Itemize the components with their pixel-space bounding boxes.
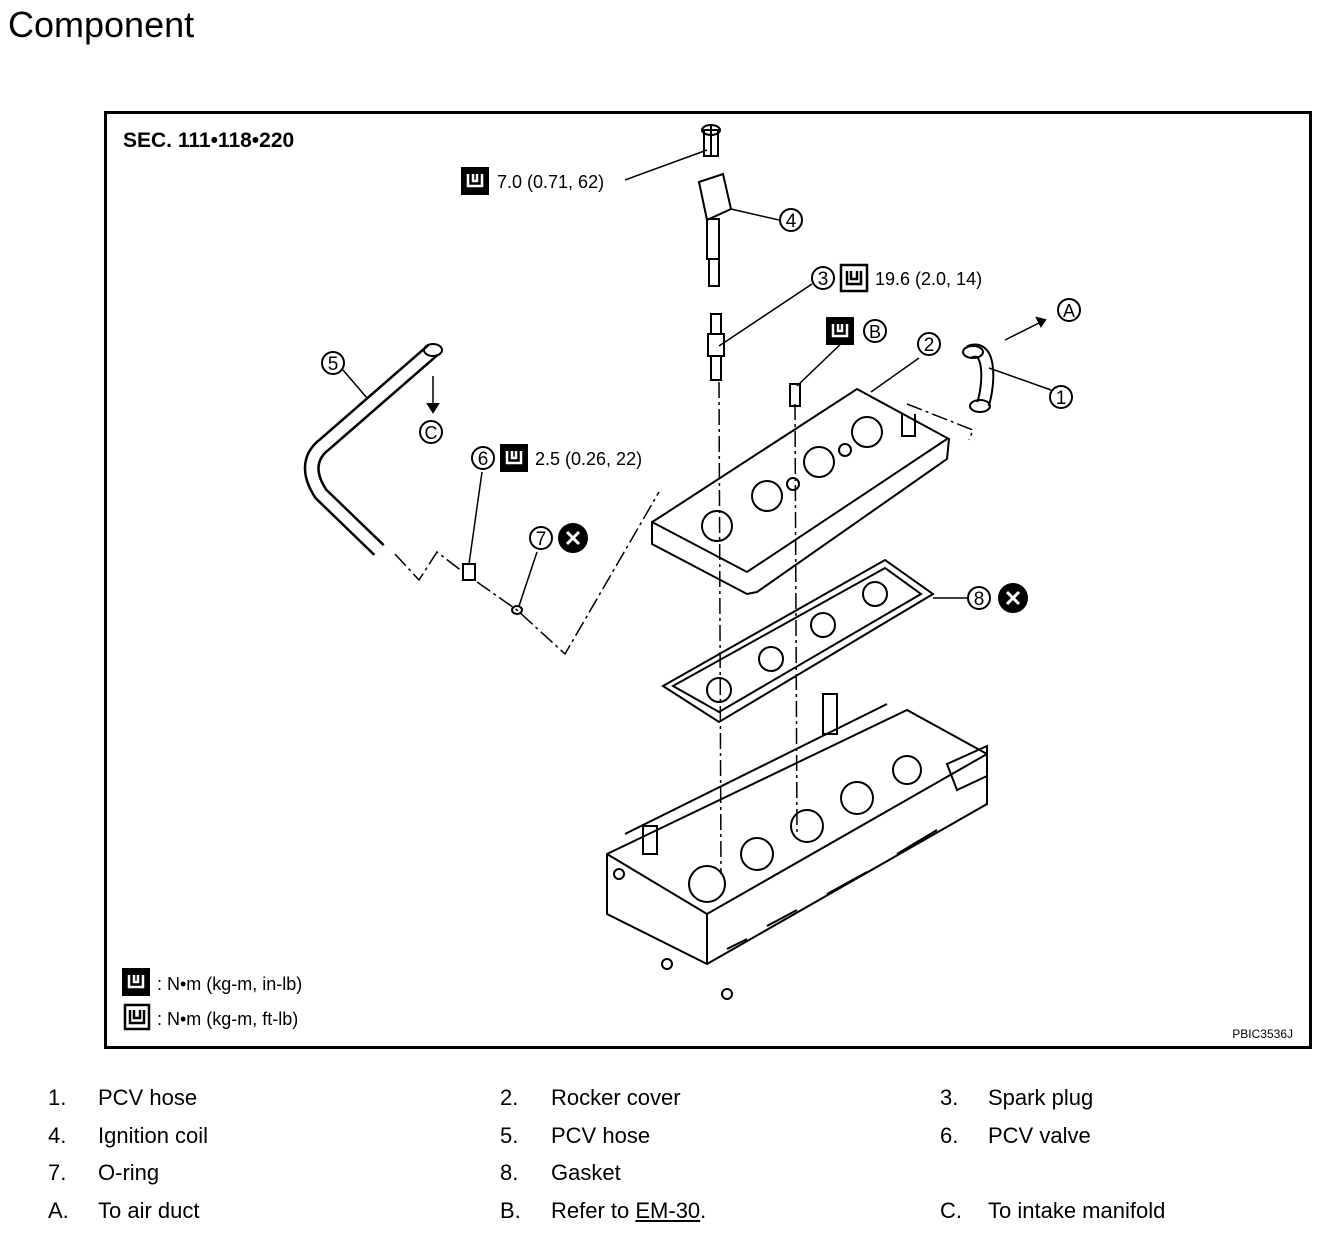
callout-7: 7 — [536, 529, 547, 550]
callout-3: 3 — [818, 269, 829, 290]
spark-plug-drawing — [707, 313, 725, 381]
unit-key-inlb-icon — [122, 968, 150, 996]
figure-code: PBIC3536J — [1232, 1027, 1293, 1041]
torque-icon-inlb — [461, 167, 489, 195]
em-30-link[interactable]: EM-30 — [635, 1198, 701, 1223]
callout-b: B — [869, 322, 881, 342]
do-not-reuse-icon-8 — [998, 583, 1028, 613]
cylinder-head-drawing — [606, 693, 988, 1000]
callout-a: A — [1063, 301, 1075, 321]
torque-pcv-valve: 2.5 (0.26, 22) — [535, 449, 642, 469]
o-ring-drawing — [511, 605, 523, 615]
do-not-reuse-icon-7 — [558, 523, 588, 553]
callout-c: C — [425, 423, 438, 443]
callout-4: 4 — [786, 211, 797, 232]
callout-8: 8 — [974, 589, 985, 610]
callout-5: 5 — [328, 354, 339, 375]
page-title: Component — [8, 4, 195, 45]
torque-icon-ftlb — [839, 263, 869, 293]
ignition-coil-drawing — [697, 124, 733, 287]
pcv-valve-drawing — [462, 563, 476, 581]
component-diagram: SEC. 111•118•220 7.0 (0.71, 62) 4 3 19.6… — [104, 111, 1312, 1049]
pcv-hose-1-drawing — [962, 343, 995, 413]
torque-spark-plug: 19.6 (2.0, 14) — [875, 269, 982, 289]
torque-coil-bolt: 7.0 (0.71, 62) — [497, 172, 604, 192]
torque-icon-b — [826, 317, 854, 345]
unit-key-ftlb: : N•m (kg-m, ft-lb) — [157, 1009, 298, 1029]
callout-6: 6 — [478, 449, 489, 470]
torque-icon-pcv — [500, 444, 528, 472]
gasket-drawing — [661, 558, 935, 724]
callout-1: 1 — [1056, 388, 1067, 409]
pcv-hose-5-drawing — [303, 343, 443, 556]
rocker-cover-drawing — [651, 387, 951, 596]
section-label: SEC. 111•118•220 — [123, 129, 294, 152]
callout-2: 2 — [924, 335, 935, 356]
unit-key-ftlb-icon — [123, 1003, 151, 1031]
unit-key-inlb: : N•m (kg-m, in-lb) — [157, 974, 302, 994]
